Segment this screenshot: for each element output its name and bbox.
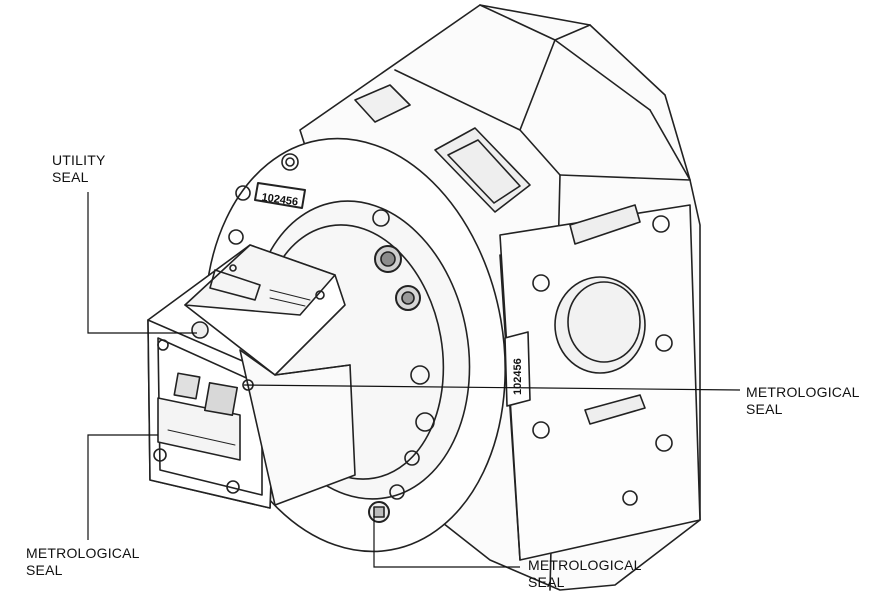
metrological-seal-right-leader [243,384,741,391]
side-plate-number: 102456 [512,358,524,395]
utility-seal-label-line2: SEAL [52,169,89,185]
metrological-seal-right-label: METROLOGICAL SEAL [746,384,860,418]
utility-seal-label: UTILITY SEAL [52,152,106,186]
metrological-seal-bottom-line1: METROLOGICAL [528,557,642,573]
housing-screws [153,321,254,494]
flange-bolt-holes [532,215,673,506]
counter-housing [147,244,356,509]
side-nameplate: 102456 [504,331,531,407]
metrological-seal-right-line1: METROLOGICAL [746,384,860,400]
utility-seal-label-line1: UTILITY [52,152,106,168]
flange-plate-number: 102456 [261,192,299,209]
front-flange-bolts [228,153,435,500]
metrological-seal-left-line1: METROLOGICAL [26,545,140,561]
meter-body [299,4,701,591]
metrological-seal-left-label: METROLOGICAL SEAL [26,545,140,579]
metrological-seal-left-leader [87,434,158,540]
flange-nameplate: 102456 [254,182,306,209]
leader-lines [87,192,741,568]
utility-seal-leader [87,192,197,334]
flange-seals [368,245,421,523]
metrological-seal-bottom-line2: SEAL [528,574,565,590]
metrological-seal-bottom-label: METROLOGICAL SEAL [528,557,642,591]
metrological-seal-right-line2: SEAL [746,401,783,417]
metrological-seal-bottom-leader [373,516,520,568]
metrological-seal-left-line2: SEAL [26,562,63,578]
